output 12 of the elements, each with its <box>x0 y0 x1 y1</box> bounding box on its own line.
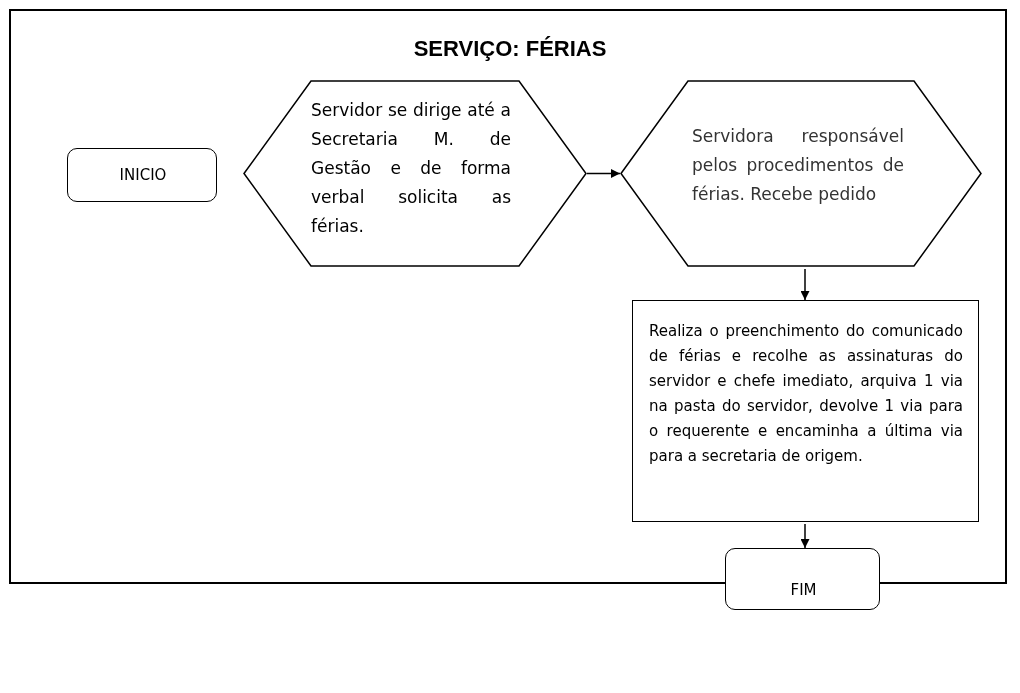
node-text: Servidora responsável pelos procedimentos de férias. Recebe pedido <box>692 125 904 206</box>
arrow <box>800 268 810 301</box>
node-text: Realiza o preenchimento do comunicado de férias e recolhe as assinaturas do servidor e chefe imediato, arquiva 1 via na pasta do servidor, devolve 1 via para o requerente e encaminha a última via para a secretaria de origem. <box>649 321 963 467</box>
node-text: FIM <box>789 580 818 601</box>
node-text: INICIO <box>118 165 168 186</box>
terminal-box <box>725 548 880 610</box>
node-text: Servidor se dirige até a Secretaria M. de Gestão e de forma verbal solicita as férias. <box>311 99 511 238</box>
arrow <box>800 523 810 549</box>
terminal-box <box>67 148 217 202</box>
diagram-title: SERVIÇO: FÉRIAS <box>412 36 608 62</box>
process-box <box>632 300 979 522</box>
arrow <box>586 169 621 178</box>
